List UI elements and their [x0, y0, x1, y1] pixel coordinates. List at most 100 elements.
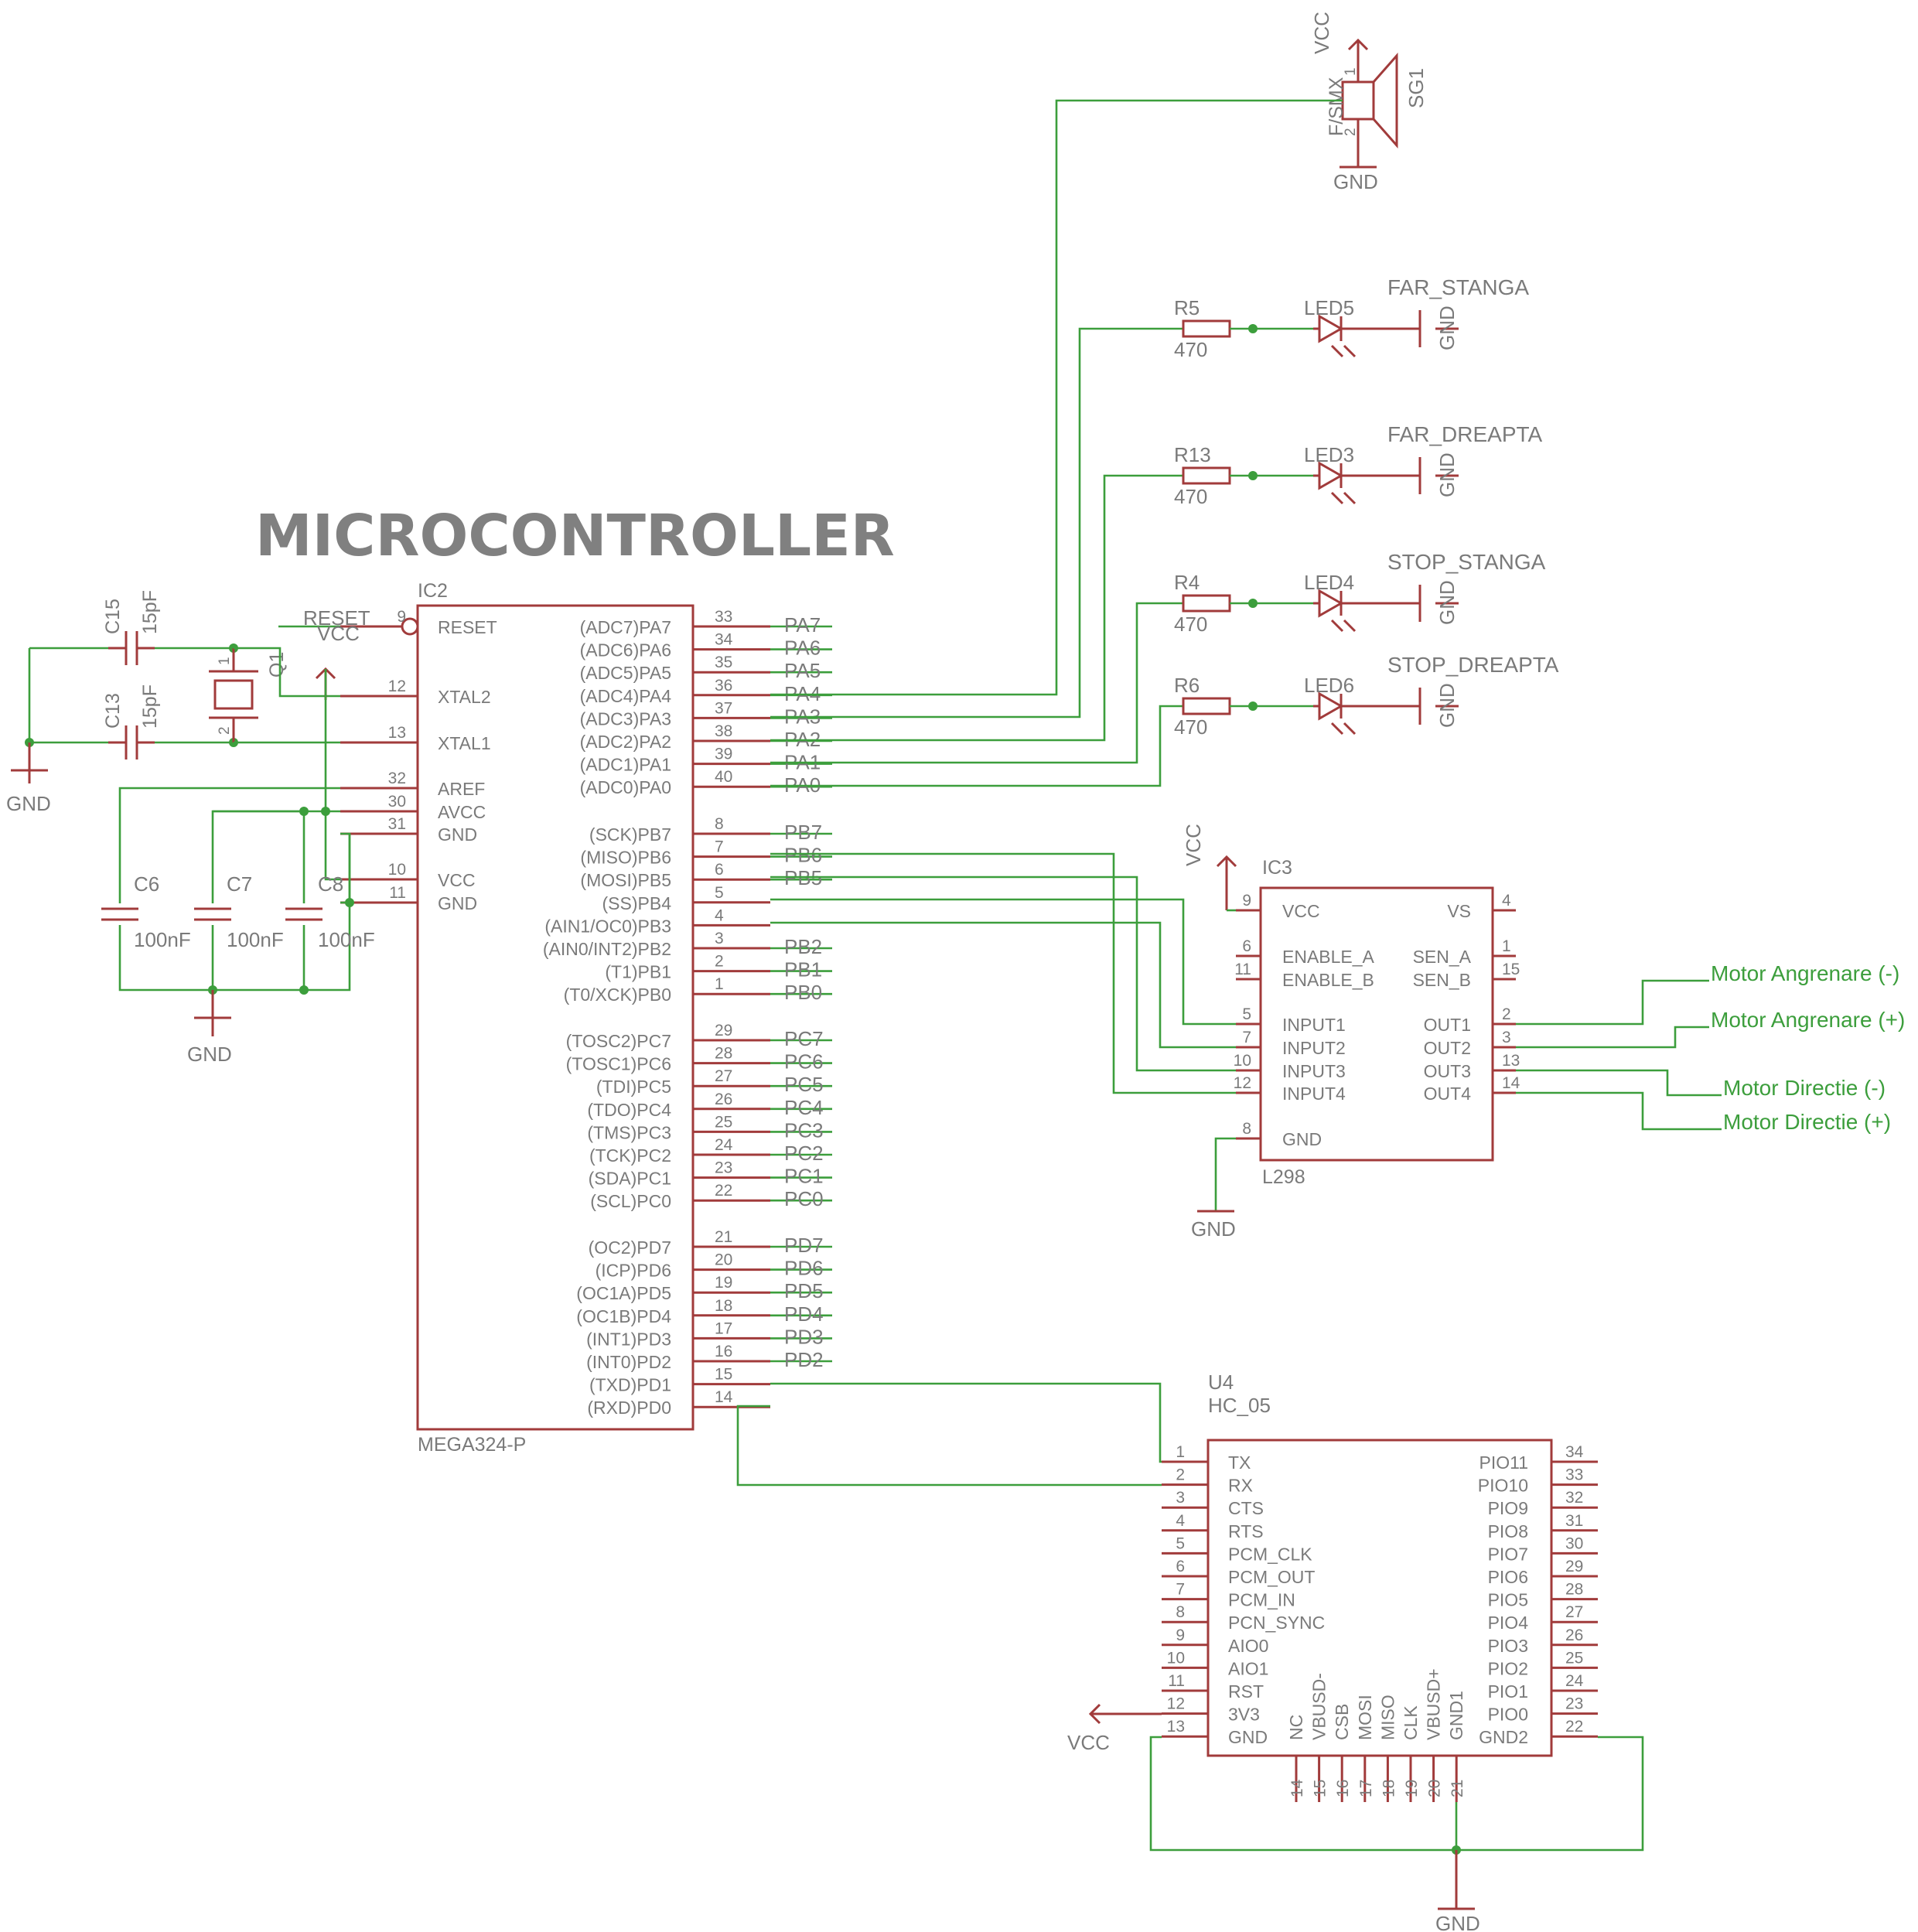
led-4-wire-in	[770, 705, 1183, 787]
ic3-pin-label: INPUT4	[1282, 1084, 1346, 1104]
vcc-label: VCC	[1067, 1731, 1110, 1754]
u4-pin-label: PCM_IN	[1228, 1590, 1295, 1610]
led-3-name: STOP_STANGA	[1387, 550, 1546, 574]
mcu-pin-number: 4	[715, 906, 724, 924]
reset-inverter-bubble	[401, 617, 419, 636]
ic3-pin-label: INPUT2	[1282, 1038, 1346, 1058]
led-1-resistor	[1182, 319, 1231, 338]
led-2-name: FAR_DREAPTA	[1387, 422, 1543, 446]
u4-pin-label: CTS	[1228, 1498, 1264, 1518]
led-2-diode	[1318, 461, 1344, 490]
u4-pin-label: PIO3	[1488, 1636, 1528, 1656]
u4-pin-number: 3	[1176, 1489, 1185, 1507]
ic3-pin-label: INPUT1	[1282, 1015, 1346, 1035]
led-4-ref: LED6	[1304, 674, 1354, 697]
led-1-name: FAR_STANGA	[1387, 275, 1529, 299]
led-4-name: STOP_DREAPTA	[1387, 653, 1559, 677]
vcc-ic3-arrow	[1216, 855, 1237, 868]
gnd-label: GND	[1191, 1217, 1236, 1241]
u4-pin-number: 4	[1176, 1512, 1185, 1530]
led-4-resistor	[1182, 697, 1231, 715]
led-2-r-ref: R13	[1174, 443, 1211, 466]
u4-pin-number: 31	[1565, 1512, 1583, 1530]
vcc-u4-arrow	[1088, 1703, 1101, 1725]
u4-ref: U4	[1208, 1370, 1234, 1394]
u4-pin-number: 21	[1449, 1780, 1466, 1797]
led-2-emission	[1330, 491, 1344, 505]
mcu-pin-label: AVCC	[438, 802, 486, 822]
ic2-body	[416, 604, 695, 1431]
led-3-resistor	[1182, 594, 1231, 613]
u4-pin-label: RTS	[1228, 1521, 1264, 1541]
mcu-pin-number: 37	[715, 699, 732, 717]
u4-pin-label: VBUSD+	[1424, 1668, 1444, 1740]
mcu-pin-number: 17	[715, 1319, 732, 1337]
mcu-pin-label: (TXD)PD1	[589, 1375, 671, 1395]
led-3-wire-in	[770, 602, 1183, 764]
u4-pin-label: PIO5	[1488, 1590, 1528, 1610]
u4-pin-number: 17	[1357, 1780, 1375, 1797]
mcu-pin-label: (ADC4)PA4	[580, 686, 672, 706]
mcu-pin-label: (SCK)PB7	[589, 824, 671, 845]
led-1-emission	[1343, 344, 1357, 358]
mcu-pin-label: (ADC5)PA5	[580, 663, 671, 683]
led-3-r-ref: R4	[1174, 571, 1200, 594]
led-2-ref: LED3	[1304, 443, 1354, 466]
mcu-pin-label: (OC1A)PD5	[576, 1283, 671, 1303]
u4-pin-number: 7	[1176, 1581, 1185, 1599]
net-label-PD6: PD6	[784, 1257, 824, 1280]
buzzer-value: F/SMX	[1326, 77, 1347, 136]
mcu-pin-number: 18	[715, 1297, 732, 1315]
u4-pin-label: MISO	[1377, 1695, 1398, 1740]
u4-pin-number: 13	[1167, 1718, 1185, 1736]
wire-pb3-in2	[770, 921, 1236, 1049]
junction-dot	[299, 985, 309, 995]
mcu-pin-number: 13	[388, 724, 406, 742]
ic3-pin-number: 1	[1502, 937, 1511, 955]
ic3-pin-label: OUT4	[1424, 1084, 1472, 1104]
c6-value: 100nF	[134, 928, 191, 951]
gnd-label: GND	[1435, 1912, 1480, 1932]
mcu-pin-number: 1	[715, 975, 724, 993]
gnd-wire-c13	[28, 648, 108, 744]
mcu-pin-number: 34	[715, 631, 733, 649]
mcu-pin-label: (TCK)PC2	[589, 1145, 671, 1166]
mcu-pin-number: 28	[715, 1045, 732, 1063]
mcu-pin-label: (INT0)PD2	[586, 1352, 671, 1372]
mcu-pin-number: 10	[388, 861, 406, 879]
led-2-emission	[1343, 491, 1357, 505]
mcu-pin-label: (ADC2)PA2	[580, 732, 671, 752]
u4-pin-label: PIO0	[1488, 1705, 1528, 1725]
u4-pin-label: NC	[1286, 1715, 1306, 1740]
wire-pd1-tx	[770, 1382, 1162, 1463]
mcu-pin-number: 6	[715, 861, 724, 879]
ic3-pin-number: 3	[1502, 1029, 1511, 1046]
u4-pin-label: RX	[1228, 1476, 1253, 1496]
u4-pin-label: PCN_SYNC	[1228, 1613, 1325, 1633]
wire-xtal2	[234, 647, 340, 698]
mcu-pin-label: (TDI)PC5	[596, 1077, 671, 1097]
mcu-pin-number: 14	[715, 1388, 733, 1406]
u4-pin-number: 10	[1167, 1649, 1185, 1667]
u4-pin-label: 3V3	[1228, 1705, 1260, 1725]
wire-pa4-buzzer	[770, 99, 1343, 696]
ic3-ref: IC3	[1262, 857, 1292, 879]
u4-pin-number: 11	[1168, 1672, 1185, 1690]
ic3-pin-label: ENABLE_B	[1282, 970, 1374, 990]
mcu-pin-number: 36	[715, 677, 732, 695]
led-4-emission	[1343, 722, 1357, 736]
motor-label: Motor Directie (-)	[1723, 1076, 1886, 1100]
page-title: MICROCONTROLLER	[255, 503, 895, 569]
u4-pin-number: 23	[1565, 1695, 1583, 1713]
c7-value: 100nF	[227, 928, 284, 951]
mcu-pin-number: 8	[715, 815, 724, 833]
mcu-pin-number: 11	[389, 884, 406, 902]
ic3-pin-number: 14	[1502, 1074, 1520, 1092]
u4-pin-label: CLK	[1401, 1705, 1421, 1740]
gnd-label: GND	[1435, 452, 1459, 497]
u4-pin-number: 12	[1167, 1695, 1185, 1713]
u4-pin-number: 22	[1565, 1718, 1583, 1736]
mcu-pin-number: 15	[715, 1366, 732, 1384]
u4-pin-number: 19	[1403, 1780, 1421, 1797]
mcu-pin-number: 33	[715, 608, 732, 626]
